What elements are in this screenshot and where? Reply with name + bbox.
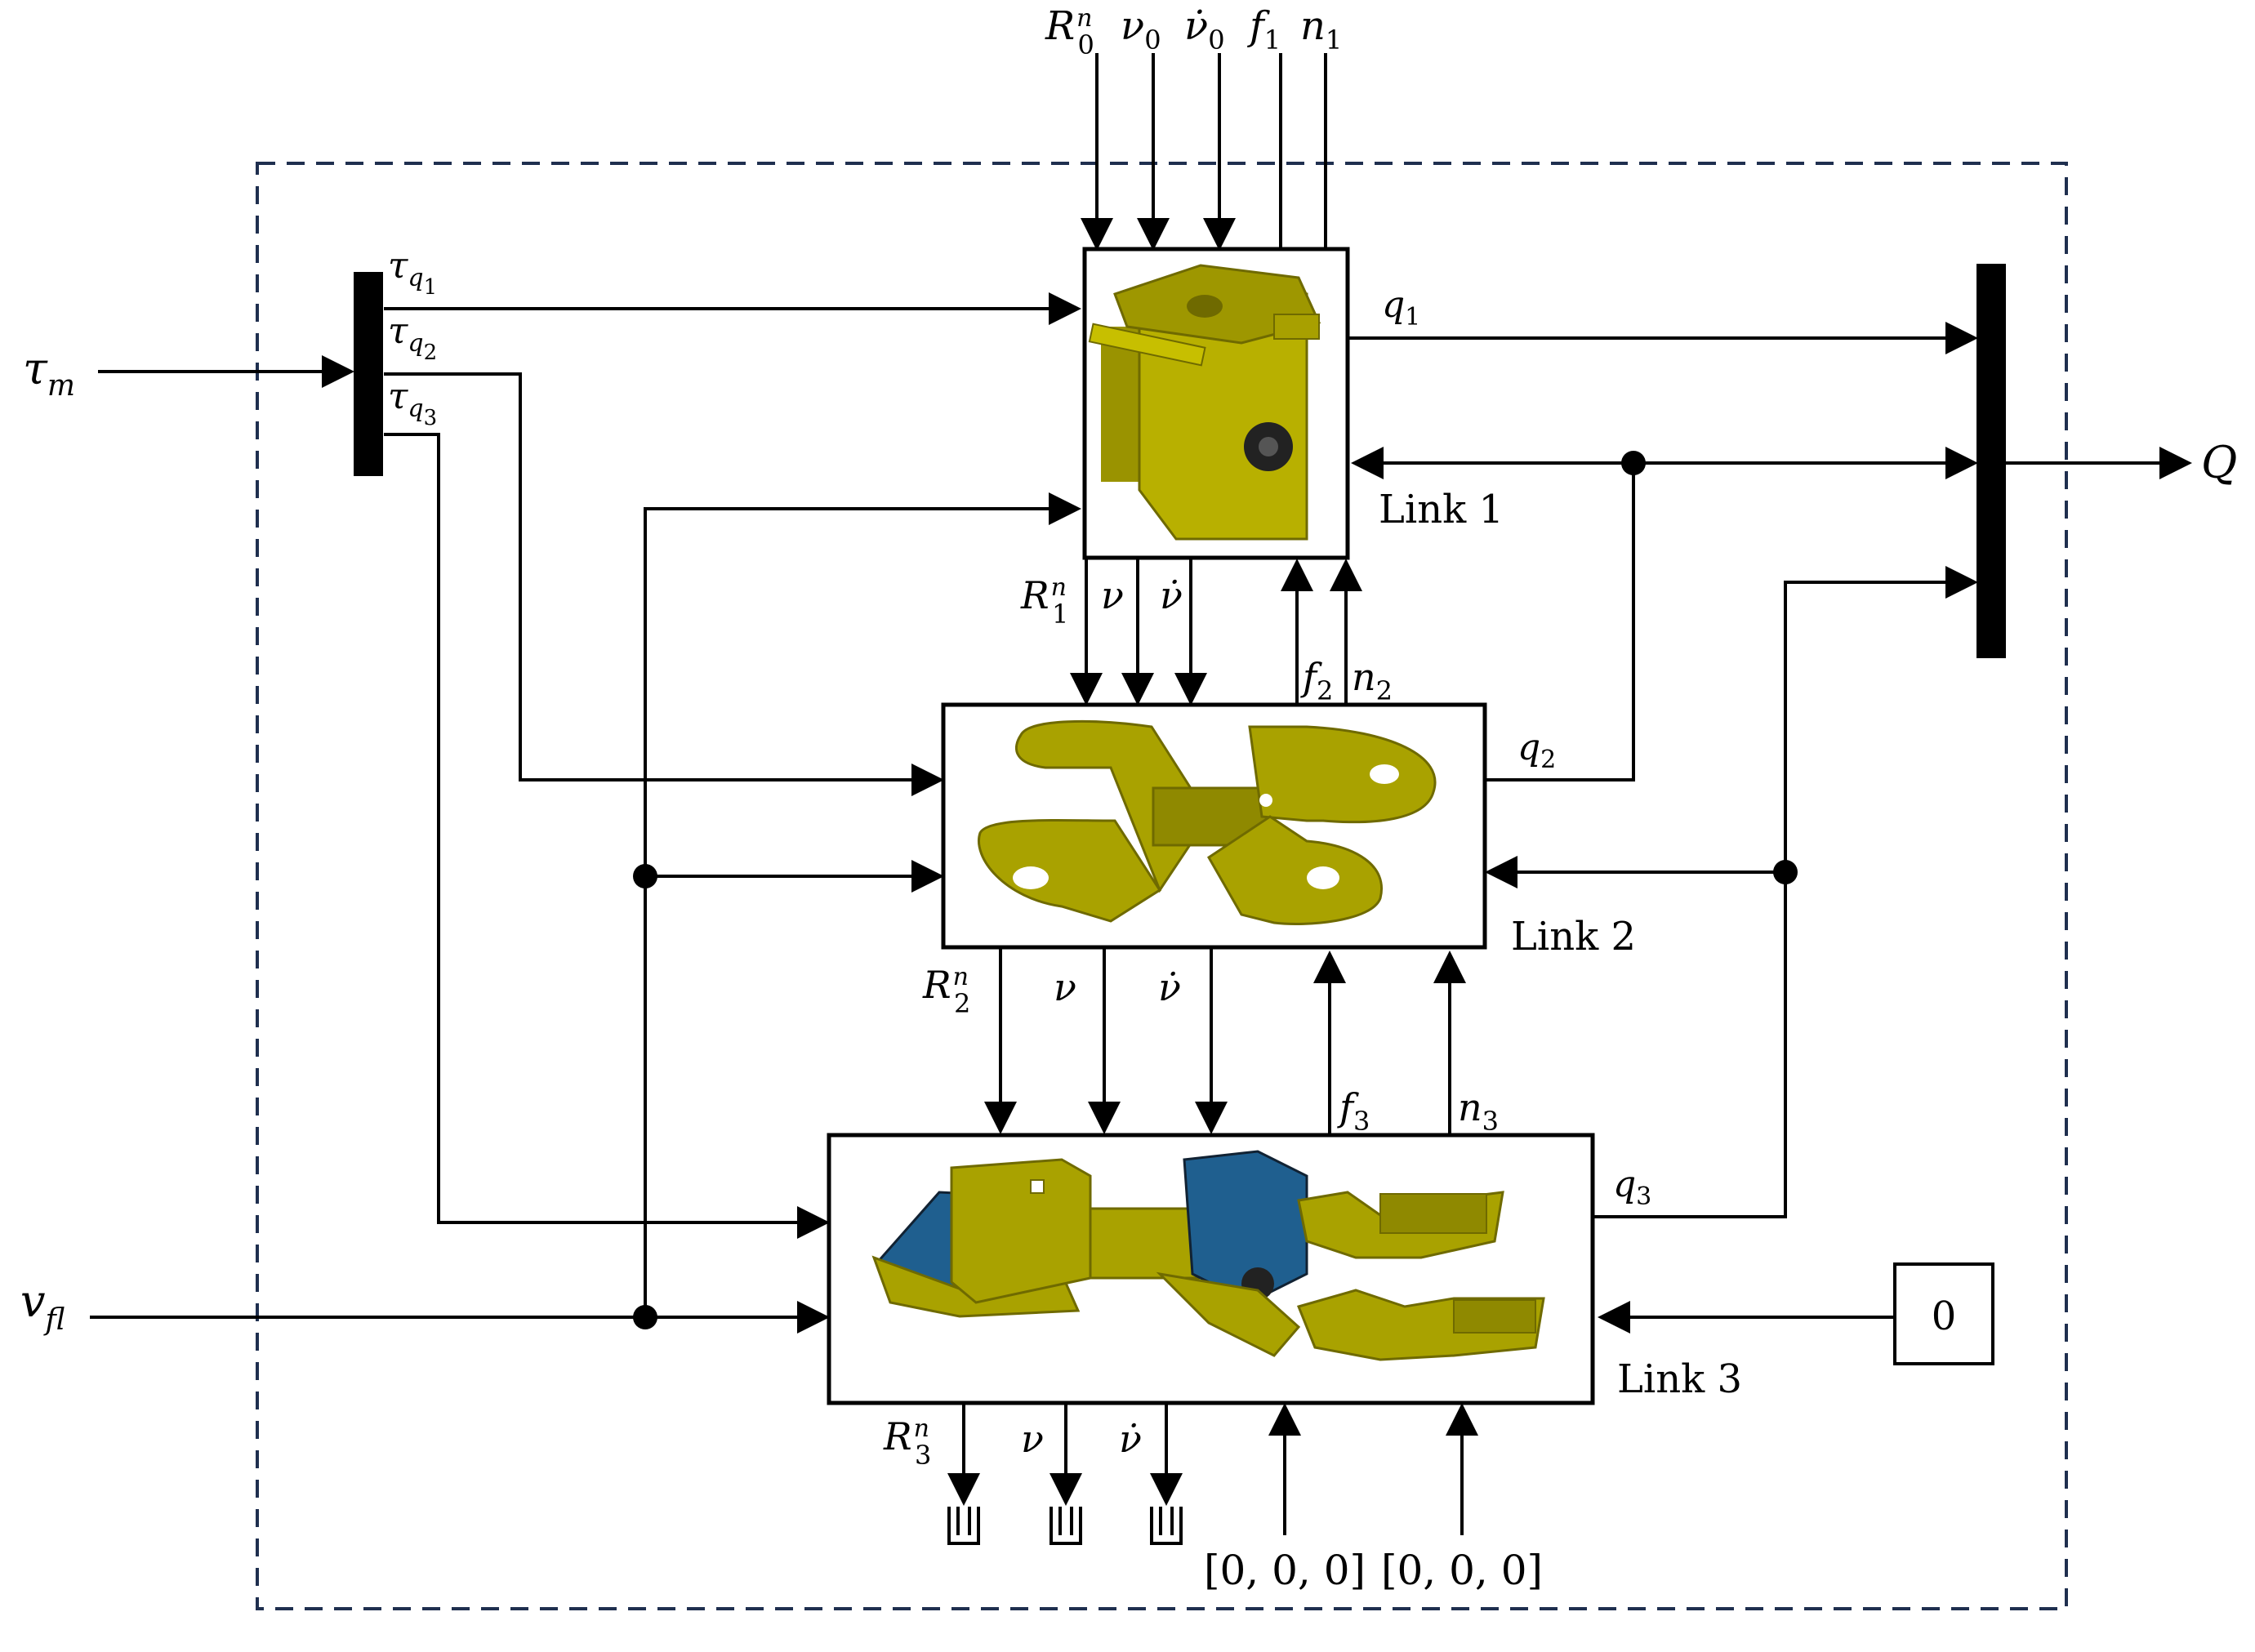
terminator-icon bbox=[1150, 1507, 1183, 1545]
mux-bar bbox=[1976, 264, 2006, 658]
label-link3-v: ν bbox=[1021, 1417, 1044, 1461]
constant-vector-1: [0, 0, 0] bbox=[1204, 1547, 1366, 1594]
servo-motor-icon bbox=[1088, 264, 1321, 541]
junction-dots bbox=[633, 451, 1798, 1329]
label-tau-q3: τq3 bbox=[388, 376, 437, 430]
junction-dot bbox=[633, 1305, 657, 1329]
link2-block bbox=[941, 702, 1487, 950]
junction-dot bbox=[1773, 860, 1798, 884]
link2-label: Link 2 bbox=[1511, 914, 1636, 960]
bracket-link-icon bbox=[978, 719, 1437, 925]
label-vdot0: ν̇0 bbox=[1184, 3, 1225, 56]
label-link1-vdot: ν̇ bbox=[1160, 573, 1183, 617]
subsystem-boundary bbox=[256, 162, 2068, 1610]
label-link1-v: ν bbox=[1101, 573, 1124, 617]
terminator-icon bbox=[1050, 1507, 1082, 1545]
terminator-icon bbox=[947, 1507, 980, 1545]
input-v-fl: vfl bbox=[20, 1276, 65, 1337]
constant-zero-label: 0 bbox=[1932, 1294, 1957, 1339]
signal-wires bbox=[90, 53, 2192, 1535]
link3-label: Link 3 bbox=[1617, 1356, 1742, 1402]
input-tau-m: τm bbox=[23, 343, 75, 403]
label-link2-v: ν bbox=[1054, 965, 1076, 1009]
label-q3: q3 bbox=[1613, 1164, 1651, 1211]
label-n3: n3 bbox=[1458, 1085, 1499, 1137]
junction-dot bbox=[633, 864, 657, 888]
link1-label: Link 1 bbox=[1379, 487, 1504, 532]
label-v0: ν0 bbox=[1121, 3, 1161, 56]
label-f1: f1 bbox=[1247, 3, 1281, 56]
output-Q: Q bbox=[2201, 437, 2237, 488]
terminators bbox=[947, 1507, 1183, 1545]
junction-dot bbox=[1621, 451, 1646, 475]
label-tau-q1: τq1 bbox=[388, 245, 437, 300]
gripper-icon bbox=[871, 1150, 1545, 1361]
label-q1: q1 bbox=[1382, 284, 1420, 332]
label-link2-vdot: ν̇ bbox=[1158, 965, 1181, 1009]
link3-block bbox=[827, 1133, 1595, 1405]
label-f2: f2 bbox=[1300, 655, 1333, 706]
link1-block bbox=[1082, 247, 1350, 560]
label-q2: q2 bbox=[1517, 727, 1556, 774]
label-n2: n2 bbox=[1352, 655, 1393, 706]
label-tau-q2: τq2 bbox=[388, 310, 437, 365]
constant-zero-block: 0 bbox=[1893, 1262, 1994, 1365]
label-n1: n1 bbox=[1300, 3, 1342, 56]
demux-bar bbox=[354, 272, 383, 476]
label-f3: f3 bbox=[1337, 1085, 1370, 1137]
label-link3-vdot: ν̇ bbox=[1119, 1417, 1142, 1461]
constant-vector-2: [0, 0, 0] bbox=[1381, 1547, 1543, 1594]
